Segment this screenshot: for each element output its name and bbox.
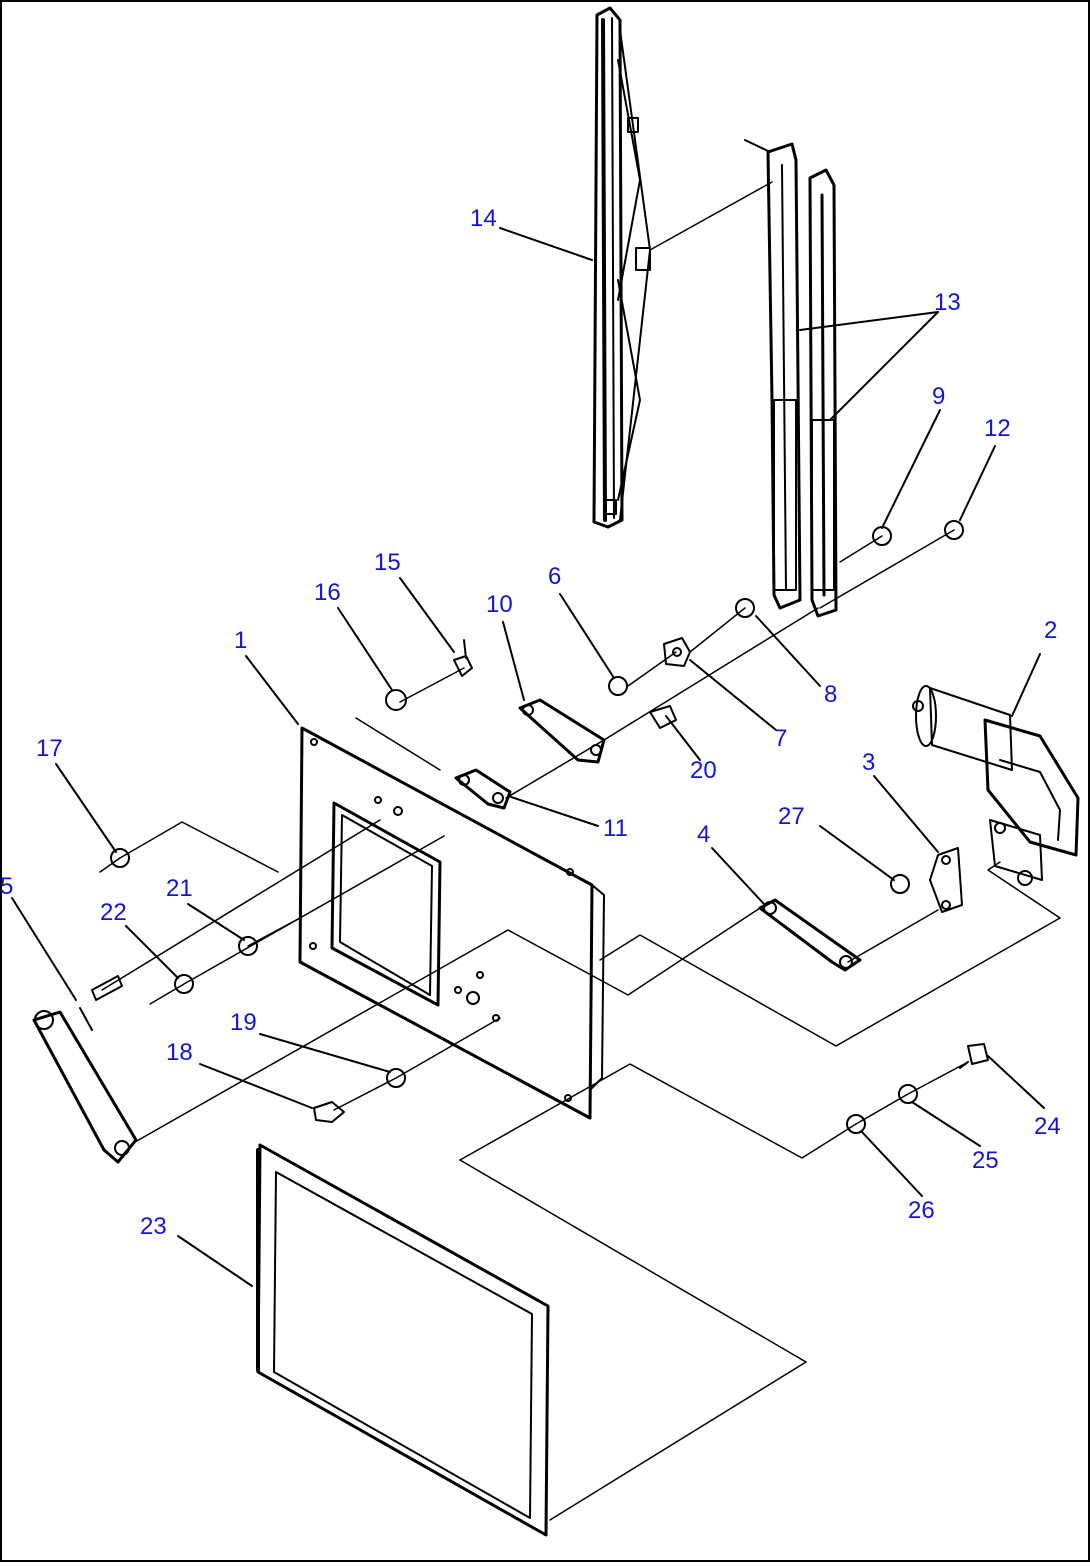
wiper-motor [912, 685, 1080, 886]
callout-25: 25 [972, 1147, 999, 1174]
callout-8: 8 [824, 681, 837, 708]
callout-7: 7 [774, 725, 787, 752]
callout-4: 4 [697, 821, 710, 848]
assembly-lines [99, 181, 1061, 1521]
wiper-arm [744, 139, 838, 618]
crank-lever [929, 847, 963, 913]
callout-6: 6 [548, 563, 561, 590]
link-plate-11 [454, 768, 512, 810]
link-plate-10 [518, 698, 606, 764]
callout-24: 24 [1034, 1113, 1061, 1140]
link-rod [758, 898, 862, 972]
callout-9: 9 [932, 383, 945, 410]
leader-lines [11, 227, 1045, 1287]
callout-15: 15 [374, 549, 401, 576]
callout-3: 3 [862, 749, 875, 776]
callout-1: 1 [234, 627, 247, 654]
callout-2: 2 [1044, 617, 1057, 644]
callout-23: 23 [140, 1213, 167, 1240]
gasket-frame [256, 1143, 550, 1537]
callout-14: 14 [470, 205, 497, 232]
callout-12: 12 [984, 415, 1011, 442]
callout-16: 16 [314, 579, 341, 606]
callout-labels: 1 2 3 4 5 6 7 8 9 10 11 12 13 14 15 16 1… [0, 205, 1061, 1240]
drive-arm [32, 1007, 138, 1164]
wiper-blade [592, 6, 651, 529]
callout-10: 10 [486, 591, 513, 618]
callout-13: 13 [934, 289, 961, 316]
callout-17: 17 [36, 735, 63, 762]
callout-18: 18 [166, 1039, 193, 1066]
callout-5: 5 [0, 873, 13, 900]
callout-21: 21 [166, 875, 193, 902]
callout-27: 27 [778, 803, 805, 830]
callout-26: 26 [908, 1197, 935, 1224]
hardware-parts [91, 520, 989, 1134]
callout-20: 20 [690, 757, 717, 784]
callout-11: 11 [603, 815, 628, 842]
callout-22: 22 [100, 899, 127, 926]
callout-19: 19 [230, 1009, 257, 1036]
